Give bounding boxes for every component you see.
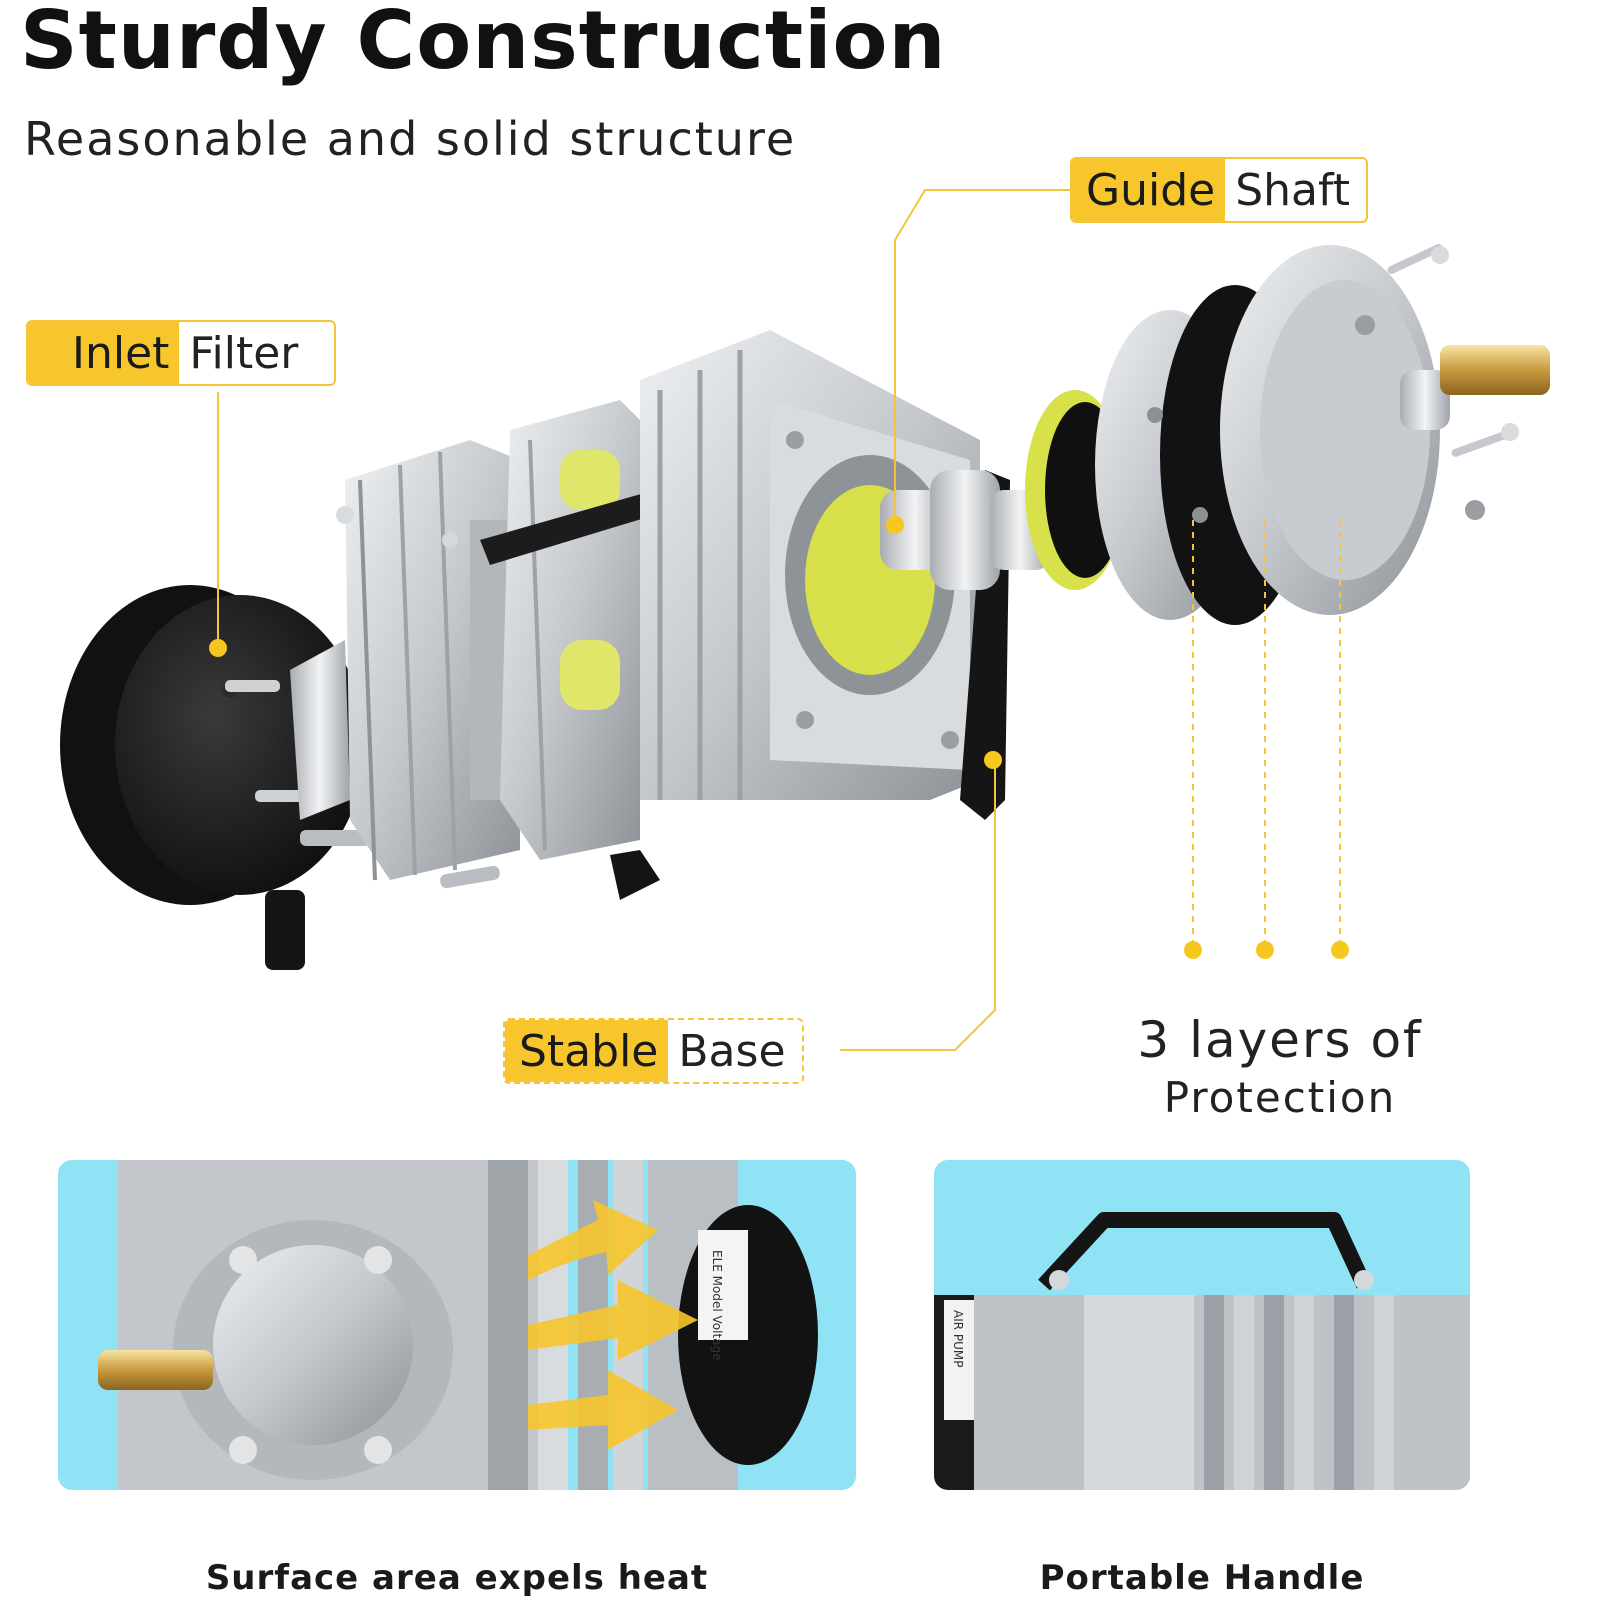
cylinder-block-1 (345, 440, 520, 881)
callout-highlight: Stable (505, 1020, 669, 1082)
page-subtitle: Reasonable and solid structure (24, 112, 797, 166)
portable-handle-panel: AIR PUMP (934, 1160, 1470, 1490)
pump-label-text: AIR PUMP (951, 1310, 965, 1368)
portable-handle-illustration: AIR PUMP (934, 1212, 1470, 1490)
handle-caption: Portable Handle (1039, 1558, 1365, 1598)
callout-label: Base (678, 1025, 786, 1077)
callout-highlight: Inlet (28, 322, 180, 384)
protection-label: 3 layers of Protection (1090, 1010, 1470, 1126)
heat-dissipation-panel: ELE Model Voltage (58, 1160, 856, 1490)
pump-label-text: ELE Model Voltage (710, 1250, 724, 1361)
leader-lines (217, 189, 1341, 1051)
exploded-pump-illustration (60, 189, 1550, 1051)
heat-dissipation-illustration: ELE Model Voltage (98, 1160, 818, 1490)
guide-shaft-part (880, 470, 1050, 590)
callout-label: Shaft (1235, 164, 1350, 216)
leader-dots (209, 516, 1349, 959)
callout-highlight: Guide (1072, 159, 1226, 221)
end-cap-assembly (1025, 245, 1550, 625)
callout-label: Filter (189, 327, 299, 379)
protection-line-2: Protection (1163, 1073, 1397, 1122)
inlet-filter-callout: Inlet Filter (26, 320, 337, 386)
guide-shaft-callout: Guide Shaft (1070, 157, 1368, 223)
heat-arrows (528, 1200, 698, 1450)
page-title: Sturdy Construction (20, 0, 947, 87)
stable-base-callout: Stable Base (503, 1018, 804, 1084)
screws (336, 244, 1519, 900)
protection-line-1: 3 layers of (1137, 1011, 1423, 1069)
heat-caption: Surface area expels heat (205, 1558, 709, 1598)
cylinder-block-2 (500, 400, 640, 860)
